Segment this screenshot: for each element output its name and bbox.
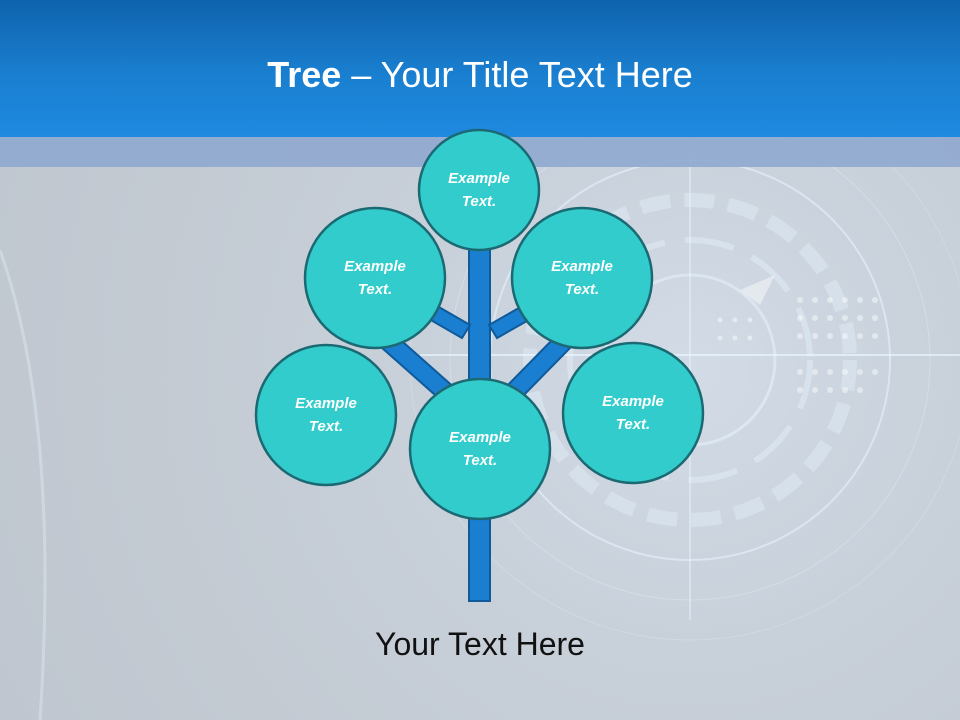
tree-nodes	[254, 128, 705, 521]
node-circle-lower-right	[561, 341, 705, 485]
caption-text: Your Text Here	[375, 626, 585, 662]
node-circle-upper-right	[510, 206, 654, 350]
title-bold: Tree	[267, 54, 342, 95]
node-label-upper-right: Example Text.	[551, 258, 613, 298]
node-circle-lower-left	[254, 343, 398, 487]
node-circle-center	[408, 377, 552, 521]
node-circle-upper-left	[303, 206, 447, 350]
node-circle-top	[417, 128, 541, 252]
node-label-lower-right: Example Text.	[602, 393, 664, 433]
slide-title: Tree – Your Title Text Here	[0, 52, 960, 98]
node-label-lower-left: Example Text.	[295, 395, 357, 435]
node-label-top: Example Text.	[448, 170, 510, 210]
title-rest: – Your Title Text Here	[341, 54, 693, 95]
title-bar	[0, 0, 960, 137]
node-label-center: Example Text.	[449, 429, 511, 469]
node-label-upper-left: Example Text.	[344, 258, 406, 298]
